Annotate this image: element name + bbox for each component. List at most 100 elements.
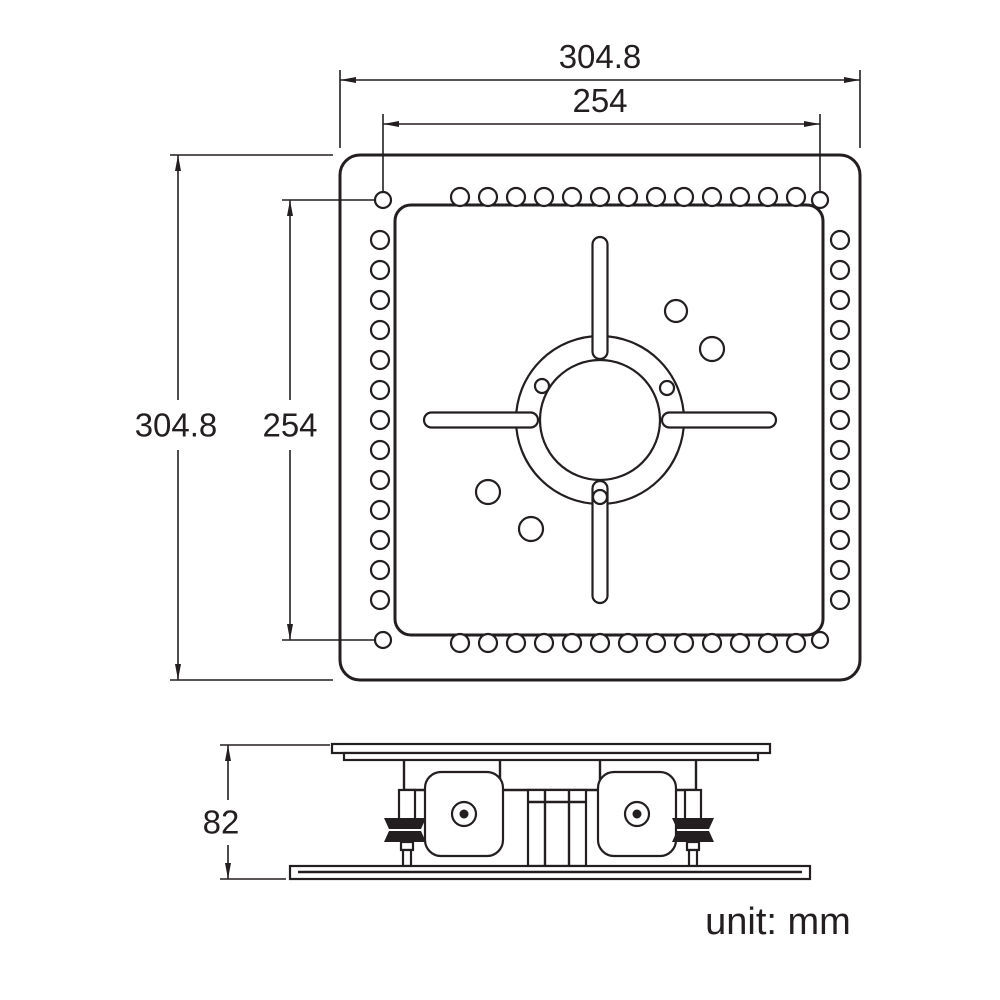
knob-left	[384, 818, 426, 868]
edge-hole	[617, 632, 639, 654]
knob-stem	[685, 840, 701, 852]
edge-hole	[829, 289, 851, 311]
knob-half	[672, 831, 714, 842]
edge-hole	[477, 632, 499, 654]
dimension-top-inner: 254	[382, 82, 821, 192]
pivot-right	[623, 800, 651, 828]
edge-hole	[617, 186, 639, 208]
unit-label: unit: mm	[705, 901, 851, 943]
corner-hole	[810, 630, 830, 650]
edge-hole	[673, 186, 695, 208]
scatter-hole	[663, 298, 689, 324]
dim-label-outer-width: 304.8	[559, 38, 642, 75]
pivot-center-dot	[632, 809, 642, 819]
edge-hole	[449, 186, 471, 208]
edge-holes-right-column	[829, 229, 851, 611]
edge-hole	[505, 632, 527, 654]
center-hub	[422, 235, 778, 605]
side-top-plate	[330, 742, 772, 755]
edge-hole	[645, 186, 667, 208]
knob-half	[384, 818, 426, 829]
edge-hole	[645, 632, 667, 654]
hub-screw-hole	[533, 377, 551, 395]
knob-half	[384, 831, 426, 842]
edge-hole	[729, 632, 751, 654]
edge-holes-top-row	[449, 186, 807, 208]
edge-hole	[829, 379, 851, 401]
hub-screw-hole	[658, 379, 676, 397]
edge-hole	[829, 409, 851, 431]
edge-hole	[505, 186, 527, 208]
edge-hole	[449, 632, 471, 654]
edge-hole	[757, 632, 779, 654]
edge-hole	[701, 186, 723, 208]
edge-hole	[533, 632, 555, 654]
edge-hole	[561, 632, 583, 654]
edge-hole	[829, 259, 851, 281]
edge-hole	[369, 319, 391, 341]
edge-hole	[369, 349, 391, 371]
edge-hole	[785, 186, 807, 208]
edge-hole	[369, 259, 391, 281]
threaded-rod-right	[683, 788, 703, 824]
scatter-hole	[698, 335, 726, 363]
top-view	[338, 153, 862, 682]
edge-hole	[829, 559, 851, 581]
edge-hole	[829, 469, 851, 491]
edge-hole	[829, 499, 851, 521]
edge-hole	[369, 469, 391, 491]
hub-inner-circle	[538, 358, 662, 482]
edge-holes-bottom-row	[449, 632, 807, 654]
hub-screw-hole	[591, 488, 609, 506]
edge-hole	[757, 186, 779, 208]
slot-right	[660, 411, 778, 429]
edge-hole	[369, 559, 391, 581]
scatter-hole	[474, 478, 502, 506]
slot-top	[591, 235, 609, 361]
edge-hole	[785, 632, 807, 654]
edge-holes-left-column	[369, 229, 391, 611]
edge-hole	[477, 186, 499, 208]
corner-hole	[810, 190, 830, 210]
edge-hole	[369, 589, 391, 611]
dimension-left-outer: 304.8	[135, 154, 333, 681]
dim-label-inner-height: 254	[262, 407, 317, 444]
edge-hole	[829, 439, 851, 461]
edge-hole	[561, 186, 583, 208]
corner-hole	[373, 630, 393, 650]
threaded-rod-left	[397, 788, 417, 824]
knob-stem	[401, 848, 413, 868]
knob-stem	[687, 848, 699, 868]
edge-hole	[589, 186, 611, 208]
pivot-left	[450, 800, 478, 828]
dimension-side-height: 82	[203, 744, 330, 880]
edge-hole	[533, 186, 555, 208]
side-view	[288, 742, 812, 881]
scatter-hole	[517, 515, 545, 543]
edge-hole	[829, 349, 851, 371]
cross-slots	[422, 235, 778, 605]
edge-hole	[729, 186, 751, 208]
edge-hole	[369, 439, 391, 461]
edge-hole	[829, 529, 851, 551]
edge-hole	[829, 319, 851, 341]
dim-label-inner-width: 254	[572, 82, 627, 119]
knob-right	[672, 818, 714, 868]
edge-hole	[369, 499, 391, 521]
edge-hole	[701, 632, 723, 654]
slot-left	[422, 411, 540, 429]
knob-half	[672, 818, 714, 829]
edge-hole	[829, 229, 851, 251]
side-top-plate-step	[342, 751, 760, 762]
knob-stem	[399, 840, 415, 852]
dim-label-outer-height: 304.8	[135, 407, 218, 444]
edge-hole	[673, 632, 695, 654]
dimension-top-outer: 304.8	[339, 38, 861, 148]
dimension-left-inner: 254	[262, 199, 376, 641]
edge-hole	[369, 529, 391, 551]
hub-screw-holes	[533, 377, 676, 506]
edge-hole	[369, 409, 391, 431]
edge-hole	[369, 289, 391, 311]
